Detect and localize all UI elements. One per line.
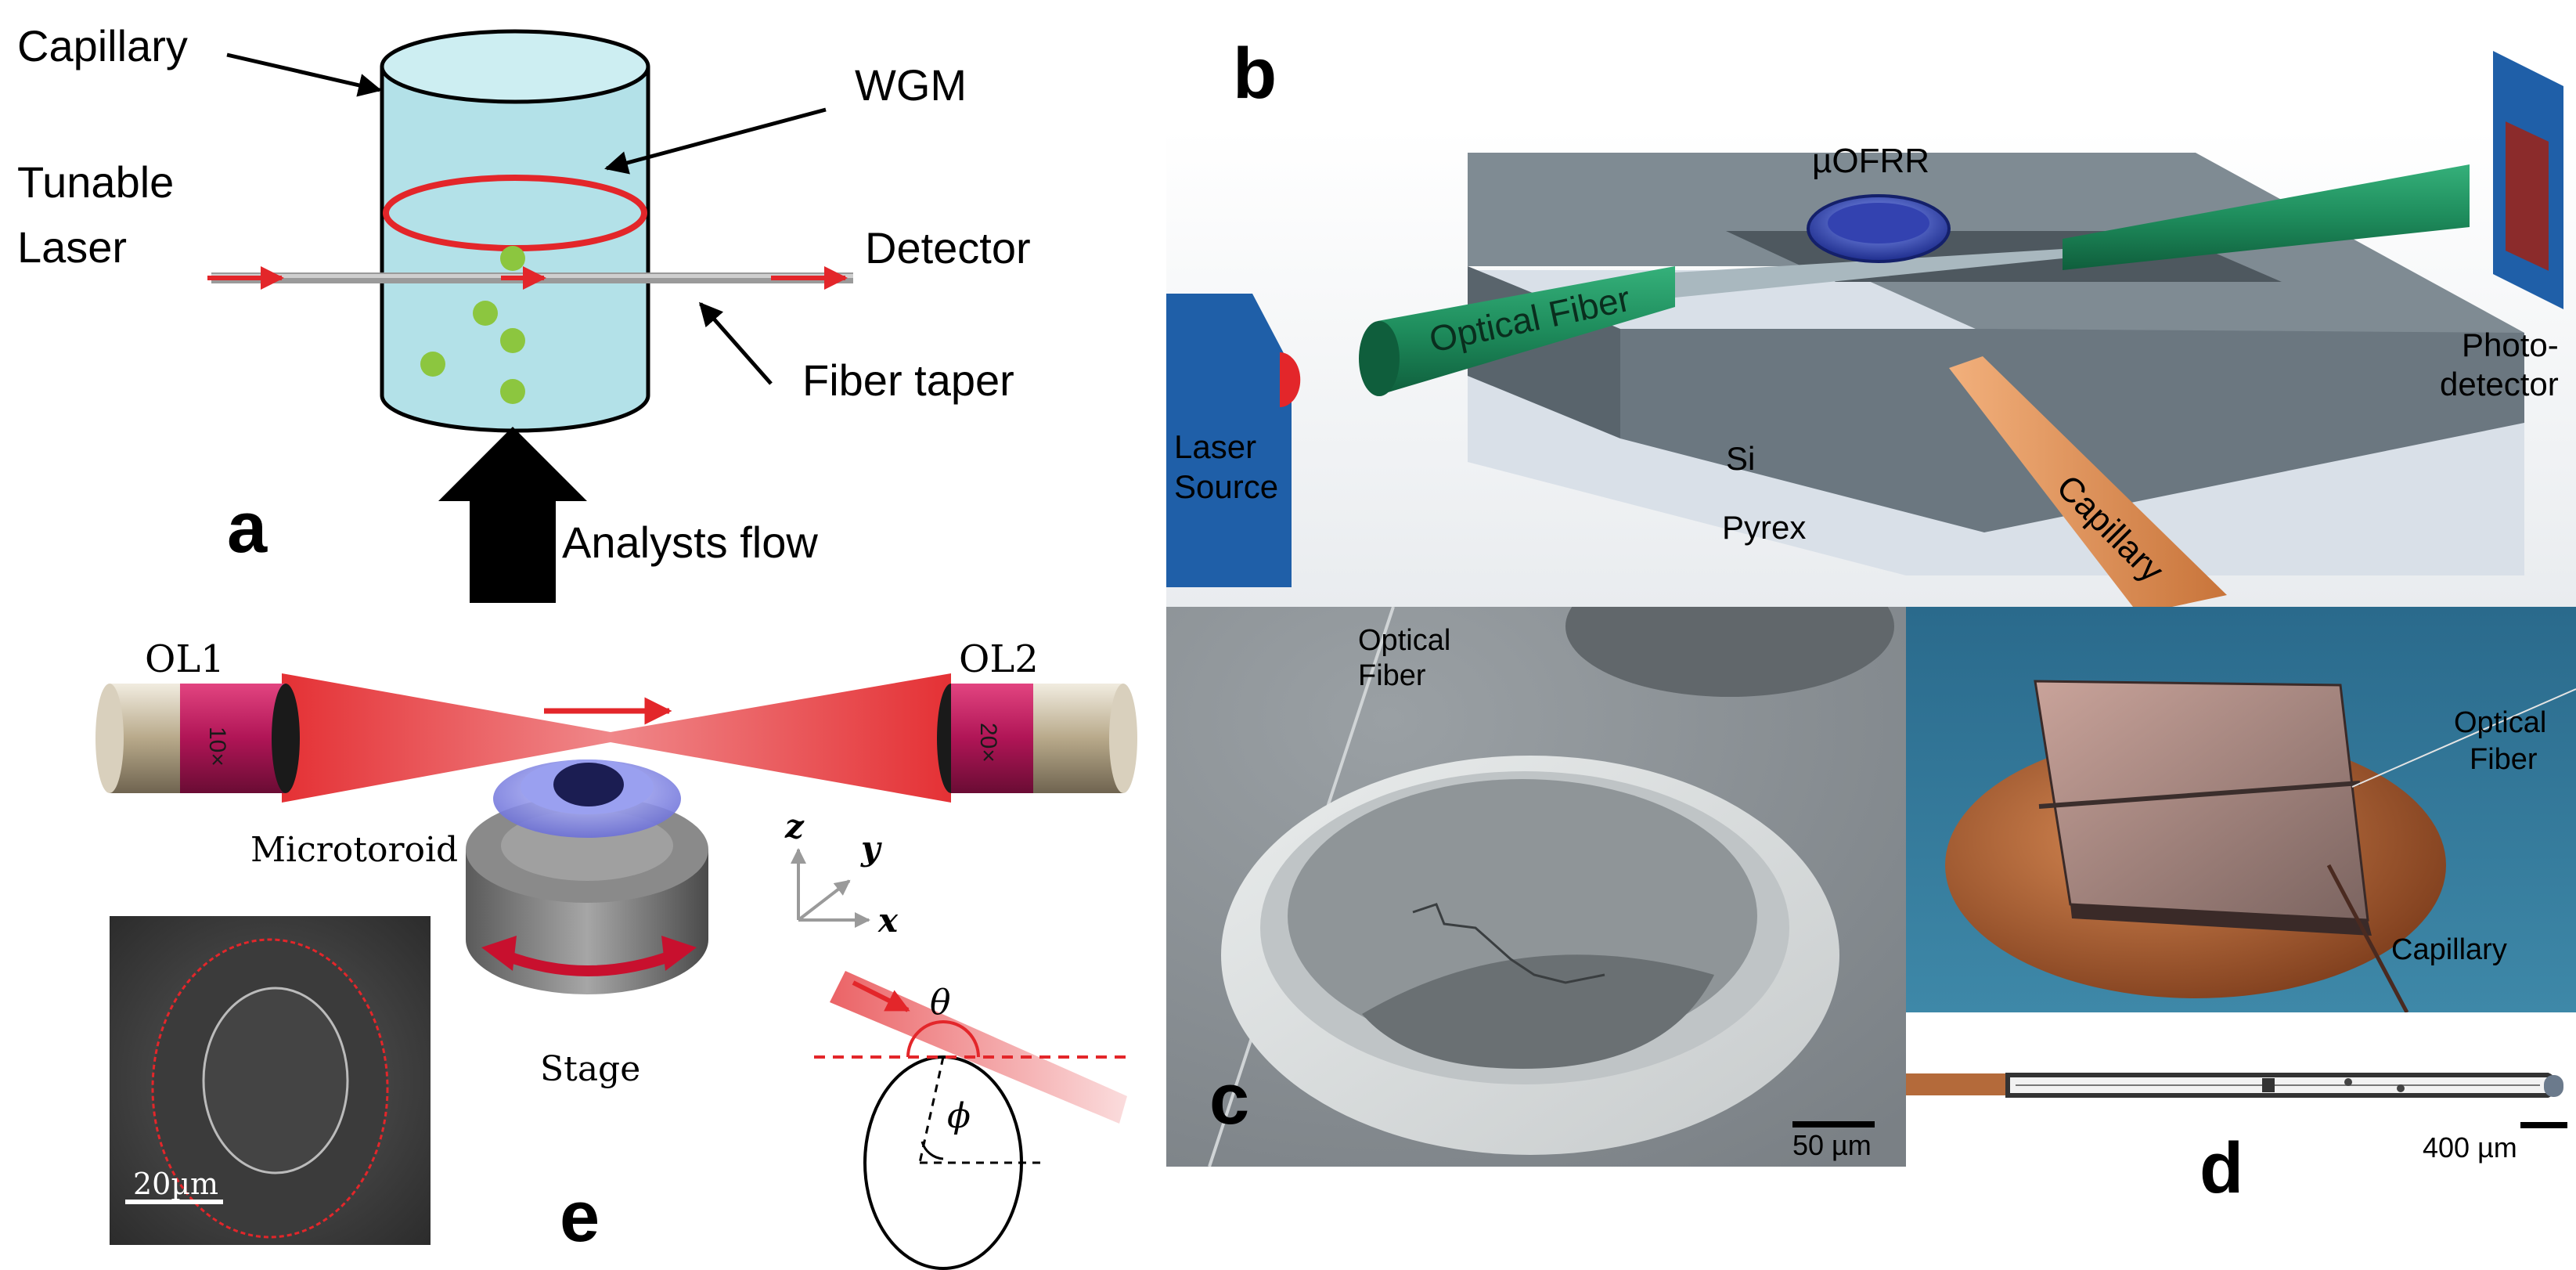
coordinate-axes <box>791 848 870 928</box>
uofrr-ring-inner <box>1828 203 1929 244</box>
capillary-copper-left <box>1906 1073 2008 1095</box>
microtoroid-label: Microtoroid <box>250 830 458 870</box>
objective-lens-2: 20× <box>937 684 1137 793</box>
stage-label: Stage <box>540 1049 640 1089</box>
optical-fiber-right <box>2063 164 2470 270</box>
chip-square <box>2034 680 2369 922</box>
objective-2-mag: 20× <box>975 723 1001 763</box>
panel-e-diagram: 10× 20× OL1 OL2 Microtoroid Stage <box>95 637 1137 1270</box>
scale-bar-c-label: 50 µm <box>1792 1129 1872 1161</box>
scale-bar-e <box>125 1200 223 1204</box>
panel-a: Capillary WGM Tunable Laser Detector Fib… <box>0 0 1151 611</box>
panel-d-letter: d <box>2200 1128 2243 1208</box>
objective-lens-1: 10× <box>95 684 300 793</box>
fiber-taper-label: Fiber taper <box>802 355 1014 405</box>
capillary-label: Capillary <box>2391 933 2507 966</box>
microtoroid-pillar <box>553 763 624 806</box>
chip-side <box>2070 904 2372 936</box>
sem-blob <box>1565 607 1894 697</box>
wgm-label: WGM <box>855 60 967 110</box>
capillary-top <box>380 29 650 104</box>
axis-x-label: x <box>877 901 899 940</box>
laser-source-aperture <box>1280 352 1301 407</box>
capillary-bubble-1 <box>2344 1078 2352 1086</box>
panel-c-letter: c <box>1209 1059 1249 1139</box>
beam-left <box>282 673 611 803</box>
angle-diagram <box>814 971 1127 1270</box>
photodetector-label: detector <box>2440 366 2559 402</box>
laser-label: Laser <box>1174 428 1256 465</box>
tunable-label: Tunable <box>17 157 174 207</box>
chip-channel <box>2038 781 2361 809</box>
axis-z-label: z <box>784 807 805 846</box>
resonator-crack <box>1412 903 1605 984</box>
capillary-pointer <box>226 52 382 97</box>
ol2-label: OL2 <box>959 637 1039 681</box>
panel-b-letter: b <box>1233 34 1277 114</box>
analysts-flow-label: Analysts flow <box>562 518 818 567</box>
wgm-pointer <box>604 107 827 175</box>
phi-label: ϕ <box>947 1096 971 1136</box>
pyrex-label: Pyrex <box>1722 509 1806 546</box>
uofrr-label: µOFRR <box>1812 142 1929 180</box>
scale-bar-e-label: 20µm <box>133 1167 218 1201</box>
fiber-taper-pointer <box>699 301 773 385</box>
optical-fiber-strand <box>2351 688 2576 788</box>
panel-a-diagram: Capillary WGM Tunable Laser Detector Fib… <box>17 21 1031 603</box>
fiber-label: Fiber <box>2470 743 2538 776</box>
capillary-label: Capillary <box>17 21 188 70</box>
optical-fiber-left-end <box>1359 321 1400 396</box>
si-chip-front <box>1620 329 2524 532</box>
axis-y-label: y <box>860 829 882 868</box>
stage-rotation-arrowhead-right <box>661 936 697 971</box>
panel-b: µOFRR Optical Fiber Photo- detector Lase… <box>1162 0 2576 607</box>
photo-label: Photo- <box>2462 327 2559 363</box>
panel-d-photo-art: Optical Fiber Capillary <box>1906 607 2576 1012</box>
theta-label: θ <box>930 983 951 1023</box>
panel-d-photo: Optical Fiber Capillary <box>1906 607 2576 1012</box>
optical-fiber-left <box>1378 266 1675 395</box>
stage-rotation-arrow <box>503 950 676 976</box>
laser-label: Laser <box>17 222 127 272</box>
source-label: Source <box>1174 468 1278 505</box>
ol1-label: OL1 <box>145 637 225 681</box>
laser-source-box <box>1166 294 1292 587</box>
panel-b-diagram: µOFRR Optical Fiber Photo- detector Lase… <box>1162 0 2576 607</box>
panel-e: 10× 20× OL1 OL2 Microtoroid Stage <box>0 611 1151 1270</box>
panel-d-capillary-art: 400 µm d <box>1906 1012 2576 1224</box>
panel-c-micrograph: 50 µm Optical Fiber c <box>1166 607 1906 1167</box>
flow-arrow <box>438 427 587 603</box>
capillary-mid-plug <box>2262 1078 2275 1092</box>
panel-c: 50 µm Optical Fiber c <box>1166 607 1906 1167</box>
capillary-bubble-2 <box>2397 1084 2405 1092</box>
panel-a-letter: a <box>227 488 268 568</box>
capillary-tip <box>2544 1075 2563 1097</box>
scale-bar-d <box>2520 1122 2567 1128</box>
panel-e-letter: e <box>560 1177 600 1257</box>
beam-right <box>611 673 951 803</box>
sem-inset: 20µm <box>110 916 431 1245</box>
panel-d-capillary: 400 µm d <box>1906 1012 2576 1224</box>
detector-label: Detector <box>865 223 1031 272</box>
capillary-strand <box>2326 864 2409 1012</box>
objective-1-mag: 10× <box>204 727 230 767</box>
capillary-tube <box>1949 356 2227 607</box>
si-label: Si <box>1726 440 1755 477</box>
optical-label: Optical <box>1358 624 1450 657</box>
stage-rotation-arrowhead-left <box>481 936 517 971</box>
analyte-dots <box>420 246 525 404</box>
scale-bar-c <box>1792 1121 1875 1127</box>
fiber-label: Fiber <box>1358 659 1426 692</box>
fiber-taper-mid <box>1675 249 2063 298</box>
resonator-floor <box>1362 954 1714 1069</box>
scale-bar-d-label: 400 µm <box>2423 1131 2517 1164</box>
optical-label: Optical <box>2454 706 2546 739</box>
photodetector-sensor <box>2506 121 2549 271</box>
